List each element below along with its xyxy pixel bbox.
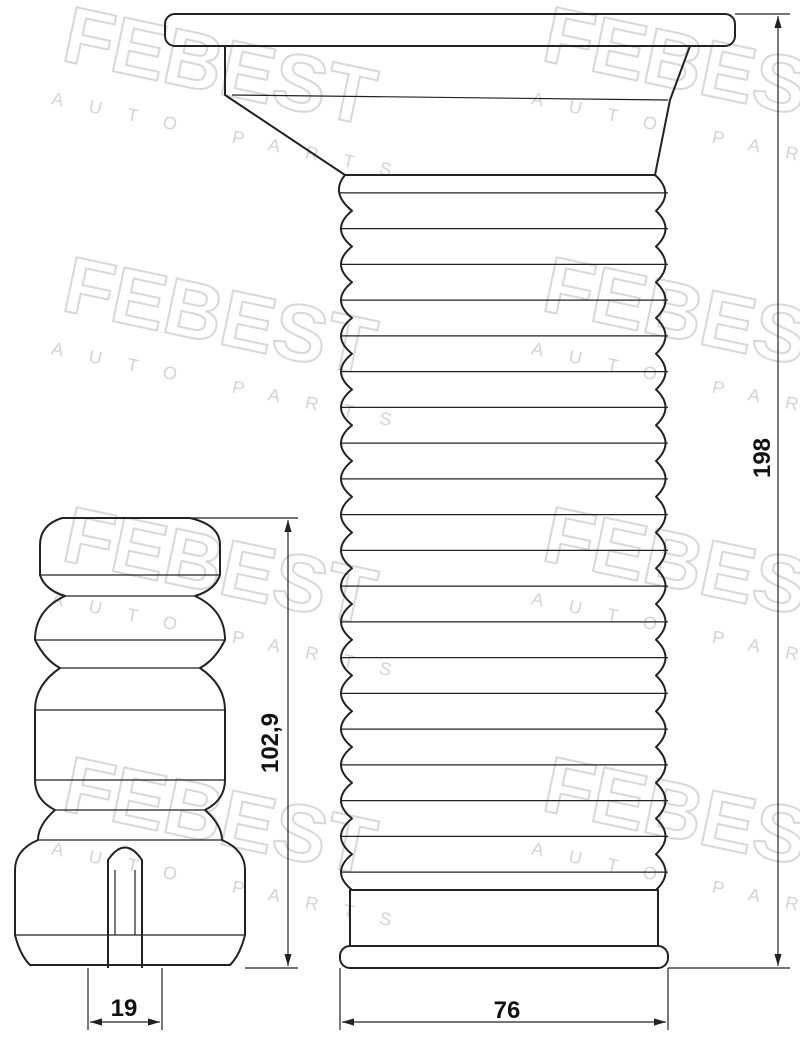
- dimension-bumper-height: 102,9: [190, 517, 298, 969]
- dimension-bumper-bore: 19: [87, 968, 163, 1030]
- boot-height-label: 198: [749, 438, 776, 478]
- boot-bellows: [337, 174, 668, 891]
- dust-boot: [164, 13, 736, 969]
- boot-diameter-label: 76: [494, 997, 521, 1024]
- bump-stop-bore-inner: [114, 870, 136, 935]
- svg-text:FEBEST: FEBEST: [56, 0, 383, 142]
- bump-stop-bore: [107, 846, 143, 968]
- bump-stop: [14, 517, 246, 968]
- bumper-bore-label: 19: [111, 995, 138, 1022]
- bellows-right-edge: [654, 174, 667, 891]
- bellows-left-edge: [337, 174, 353, 891]
- dimension-boot-diameter: 76: [339, 968, 669, 1030]
- boot-cone-edge: [231, 94, 669, 101]
- bumper-height-label: 102,9: [257, 713, 284, 773]
- dimension-boot-height: 198: [668, 13, 790, 969]
- boot-top-flange: [164, 13, 736, 47]
- bump-stop-ridges: [15, 574, 245, 936]
- boot-cone: [224, 45, 691, 176]
- boot-bottom-flange: [339, 945, 669, 969]
